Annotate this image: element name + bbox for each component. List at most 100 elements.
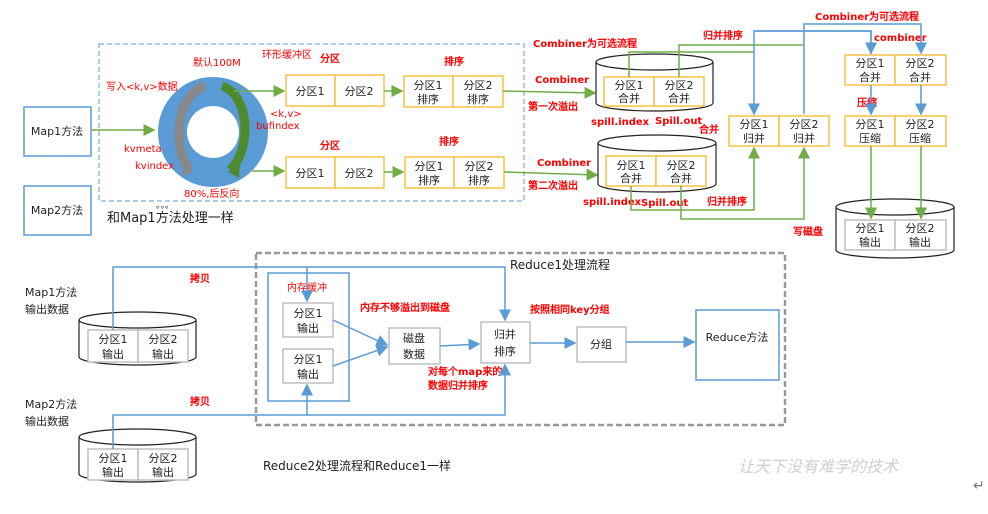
reverse-label: 80%,后反向 bbox=[184, 187, 239, 200]
per-map-merge-label-2: 数据归并排序 bbox=[428, 379, 488, 392]
svg-text:分区1: 分区1 bbox=[99, 333, 128, 346]
spill-out-label-2: Spill.out bbox=[641, 198, 688, 209]
svg-text:归并: 归并 bbox=[743, 131, 765, 145]
svg-text:分区1: 分区1 bbox=[294, 307, 323, 320]
merge-sort-label-top: 归并排序 bbox=[703, 29, 743, 42]
svg-text:分区2: 分区2 bbox=[149, 452, 178, 465]
svg-text:归并: 归并 bbox=[793, 131, 815, 145]
svg-text:输出: 输出 bbox=[102, 347, 124, 361]
compress-label: 压缩 bbox=[857, 96, 877, 109]
svg-text:Reduce方法: Reduce方法 bbox=[706, 330, 769, 344]
svg-text:分区2: 分区2 bbox=[906, 118, 935, 131]
same-as-map1-note: 和Map1方法处理一样 bbox=[107, 210, 234, 226]
svg-text:分区1: 分区1 bbox=[740, 118, 769, 131]
partition-row-2: 分区1 分区2 bbox=[285, 156, 385, 189]
svg-text:输出: 输出 bbox=[152, 465, 174, 479]
first-spill-label: 第一次溢出 bbox=[528, 100, 578, 113]
svg-text:分组: 分组 bbox=[590, 337, 612, 351]
write-disk-label: 写磁盘 bbox=[793, 225, 823, 238]
partition-row-1: 分区1 分区2 bbox=[285, 74, 385, 107]
default-size-label: 默认100M bbox=[193, 56, 241, 69]
ring-buffer bbox=[158, 77, 268, 187]
svg-text:分区1: 分区1 bbox=[415, 160, 444, 173]
map2-output-label: Map2方法 bbox=[25, 397, 77, 411]
gray-arc-arrow-icon bbox=[174, 81, 207, 174]
reduce-task-boundary bbox=[254, 251, 787, 427]
svg-text:分区2: 分区2 bbox=[345, 85, 374, 98]
memory-spill-label: 内存不够溢出到磁盘 bbox=[360, 301, 450, 314]
copy-label-2: 拷贝 bbox=[190, 395, 210, 408]
svg-text:Map2方法: Map2方法 bbox=[31, 203, 83, 217]
second-spill-label: 第二次溢出 bbox=[528, 179, 578, 192]
svg-text:分区1: 分区1 bbox=[296, 167, 325, 180]
svg-text:排序: 排序 bbox=[468, 173, 490, 187]
combiner-label-1: Combiner bbox=[535, 75, 589, 86]
combiner-label-2: Combiner bbox=[537, 158, 591, 169]
sort-label-1: 排序 bbox=[444, 55, 464, 68]
merge-label: 合并 bbox=[698, 123, 719, 136]
svg-text:分区2: 分区2 bbox=[149, 333, 178, 346]
sort-label-2: 排序 bbox=[439, 135, 459, 148]
svg-text:分区2: 分区2 bbox=[667, 159, 696, 172]
svg-text:分区1: 分区1 bbox=[615, 79, 644, 92]
svg-text:合并: 合并 bbox=[618, 91, 640, 105]
svg-text:分区1: 分区1 bbox=[296, 85, 325, 98]
spill-index-label-2: spill.index bbox=[583, 197, 642, 208]
svg-text:合并: 合并 bbox=[670, 171, 692, 185]
map2-box: Map2方法 bbox=[23, 185, 92, 236]
svg-text:分区2: 分区2 bbox=[345, 167, 374, 180]
svg-text:分区2: 分区2 bbox=[790, 118, 819, 131]
svg-text:分区2: 分区2 bbox=[906, 222, 935, 235]
svg-text:输出: 输出 bbox=[152, 347, 174, 361]
merge-flow-lines bbox=[628, 23, 927, 220]
svg-text:合并: 合并 bbox=[668, 91, 690, 105]
svg-text:分区2: 分区2 bbox=[665, 79, 694, 92]
svg-text:数据: 数据 bbox=[403, 347, 425, 361]
svg-text:分区2: 分区2 bbox=[464, 79, 493, 92]
map1-box: Map1方法 bbox=[23, 106, 92, 157]
combiner-optional-label: Combiner为可选流程 bbox=[533, 37, 637, 50]
svg-text:合并: 合并 bbox=[909, 70, 931, 84]
svg-text:压缩: 压缩 bbox=[859, 132, 881, 145]
reduce2-note: Reduce2处理流程和Reduce1一样 bbox=[263, 458, 451, 473]
merge-sort-box: 归并排序 bbox=[480, 321, 531, 364]
map-task-boundary bbox=[98, 43, 525, 202]
svg-text:分区1: 分区1 bbox=[617, 159, 646, 172]
svg-text:输出: 输出 bbox=[909, 235, 931, 249]
combiner-lower-label: combiner bbox=[874, 33, 927, 44]
svg-text:排序: 排序 bbox=[494, 344, 516, 358]
map-flow-arrows bbox=[234, 85, 599, 181]
svg-text:分区2: 分区2 bbox=[906, 57, 935, 70]
map1-output-label-2: 输出数据 bbox=[25, 302, 69, 316]
memory-buffer bbox=[267, 272, 350, 402]
write-kv-label: 写入<k,v>数据 bbox=[106, 80, 178, 93]
svg-text:分区1: 分区1 bbox=[856, 118, 885, 131]
svg-text:输出: 输出 bbox=[102, 465, 124, 479]
svg-text:归并: 归并 bbox=[494, 327, 516, 341]
partition-label-1: 分区 bbox=[320, 52, 340, 65]
spill-out-label-1: Spill.out bbox=[655, 116, 702, 127]
spill-index-label-1: spill.index bbox=[591, 117, 650, 128]
svg-text:输出: 输出 bbox=[297, 367, 319, 381]
copy-label-1: 拷贝 bbox=[190, 272, 210, 285]
svg-text:分区2: 分区2 bbox=[465, 160, 494, 173]
map1-output-label: Map1方法 bbox=[25, 285, 77, 299]
reduce-method-box: Reduce方法 bbox=[695, 309, 780, 381]
svg-text:压缩: 压缩 bbox=[909, 132, 931, 145]
green-arc-arrow-icon bbox=[220, 81, 250, 174]
kvmeta-label: kvmeta bbox=[124, 144, 162, 155]
svg-text:分区1: 分区1 bbox=[414, 79, 443, 92]
ellipsis: 。。。 bbox=[156, 201, 174, 211]
return-mark-icon: ↵ bbox=[973, 478, 985, 494]
